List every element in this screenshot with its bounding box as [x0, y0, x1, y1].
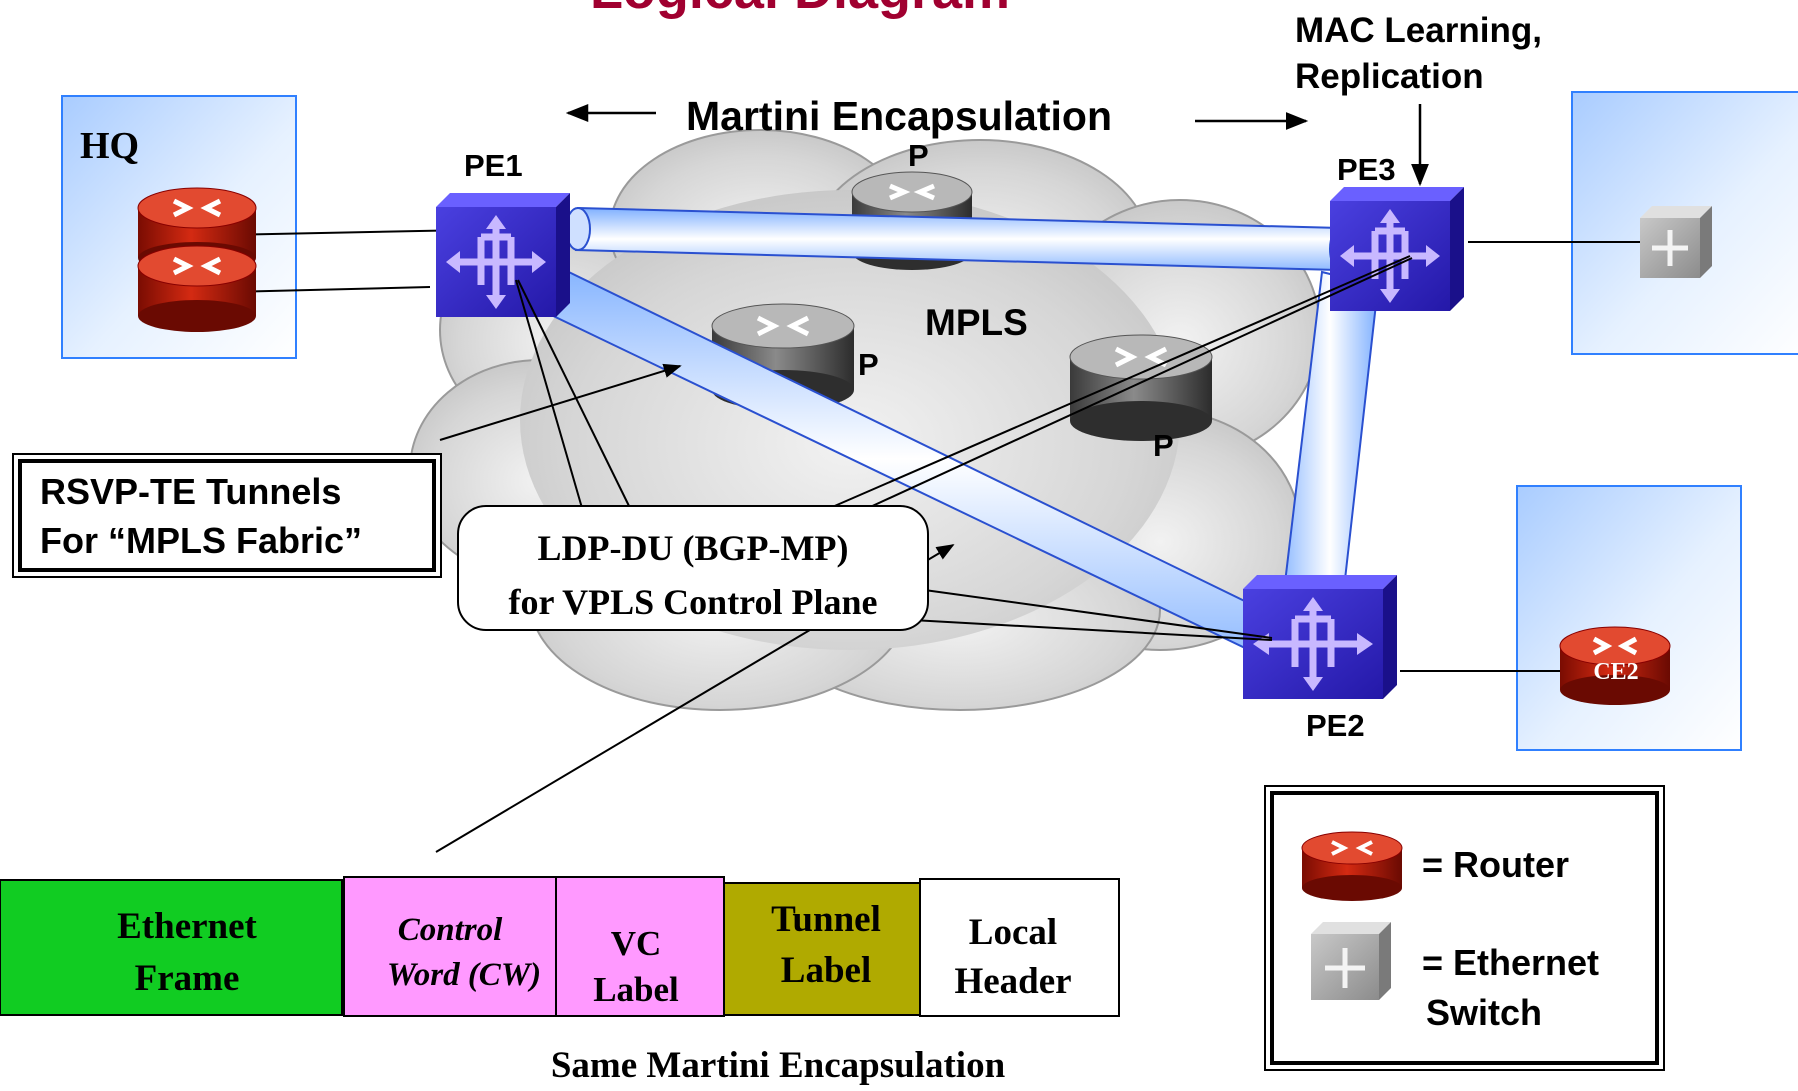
legend-router-icon: [1301, 831, 1403, 901]
hq-router-bottom: [137, 245, 257, 332]
pe3-switch-icon: [1330, 187, 1464, 311]
ldp-callout: LDP-DU (BGP-MP) for VPLS Control Plane: [457, 505, 929, 631]
legend-switch-line1: = Ethernet: [1422, 942, 1599, 983]
legend-switch-icon: [1311, 922, 1391, 1000]
frame-local-line1: Local: [969, 912, 1057, 953]
frame-control-word: [343, 876, 557, 1017]
pe2-switch-icon: [1243, 575, 1397, 699]
frame-ethernet-line1: Ethernet: [117, 906, 257, 947]
martini-encap-label: Martini Encapsulation: [686, 93, 1112, 139]
encapsulation-frame: Ethernet Frame Control Word (CW) VC Labe…: [0, 876, 1120, 1017]
ldp-line1: LDP-DU (BGP-MP): [538, 528, 849, 568]
frame-vc-line1: VC: [611, 924, 662, 963]
legend: = Router = Ethernet Switch: [1264, 785, 1665, 1071]
legend-router-label: = Router: [1422, 844, 1569, 885]
rsvp-line2: For “MPLS Fabric”: [40, 520, 362, 561]
pe2-label: PE2: [1306, 708, 1365, 743]
p-router-right: [1069, 334, 1213, 441]
links: [219, 229, 1660, 672]
ce2-label: CE2: [1593, 659, 1638, 685]
site-box-right-bottom: [1516, 485, 1742, 751]
page-title: Logical Diagram: [590, 0, 1010, 20]
legend-switch-line2: Switch: [1426, 992, 1542, 1033]
frame-tunnel-label: [723, 882, 921, 1016]
frame-local-header: [919, 878, 1120, 1017]
p-right-label: P: [1153, 428, 1174, 463]
replication-label: Replication: [1295, 57, 1484, 96]
frame-cw-line1: Control: [398, 912, 503, 948]
frame-local-line2: Header: [954, 961, 1071, 1002]
rsvp-line1: RSVP-TE Tunnels: [40, 471, 341, 512]
frame-tunnel-line2: Label: [781, 950, 871, 991]
p-mid-label: P: [858, 347, 879, 382]
ldp-line2: for VPLS Control Plane: [508, 582, 877, 622]
frame-tunnel-line1: Tunnel: [771, 899, 881, 940]
frame-vc-label: [555, 876, 725, 1017]
ce2-router-icon: [1559, 626, 1671, 705]
p-top-label: P: [908, 138, 929, 173]
pe3-label: PE3: [1337, 152, 1396, 187]
pe1-switch-icon: [436, 193, 570, 317]
frame-vc-line2: Label: [593, 970, 679, 1009]
mac-learning-label: MAC Learning,: [1295, 11, 1542, 50]
frame-ethernet-line2: Frame: [135, 958, 240, 999]
same-martini-label: Same Martini Encapsulation: [551, 1045, 1006, 1086]
frame-cw-line2: Word (CW): [387, 957, 541, 993]
hq-label: HQ: [80, 125, 139, 167]
mpls-label: MPLS: [925, 302, 1028, 343]
pe1-label: PE1: [464, 148, 523, 183]
frame-ethernet: [0, 879, 343, 1016]
ethernet-switch-icon: [1640, 206, 1712, 278]
rsvp-te-callout: RSVP-TE Tunnels For “MPLS Fabric”: [12, 453, 442, 578]
